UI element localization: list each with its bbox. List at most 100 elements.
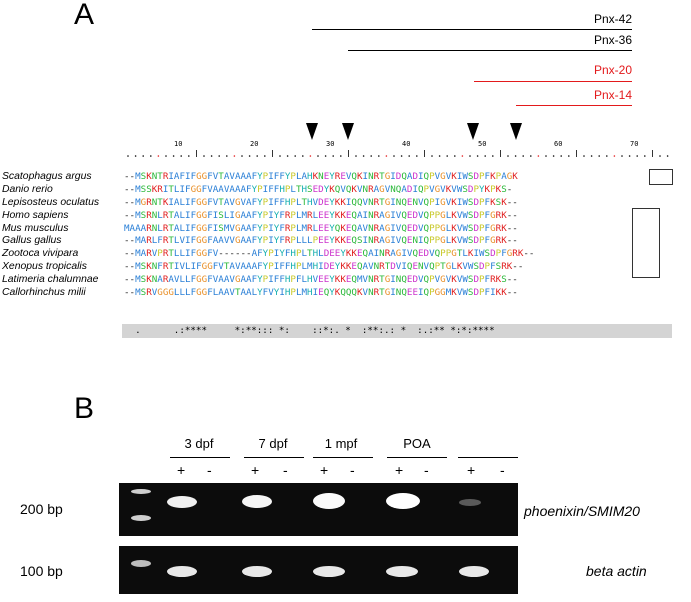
ruler-number: 60	[554, 140, 563, 148]
minus-sign: -	[283, 462, 288, 478]
species-name: Scatophagus argus	[2, 171, 92, 182]
pcr-band	[459, 566, 489, 577]
sequence-row: --MGRNTKIALIFGGFVTAVGVAFYPIFFHPLTHVDEYKK…	[124, 196, 518, 208]
ruler-tick	[431, 155, 433, 157]
minus-sign: -	[500, 462, 505, 478]
ruler-tick	[340, 155, 342, 157]
ruler-tick	[385, 155, 388, 157]
ruler-number: 40	[402, 140, 411, 148]
pcr-band	[242, 566, 272, 577]
ruler-tick	[492, 155, 494, 157]
gel-phoenixin	[119, 483, 518, 536]
plus-sign: +	[395, 462, 404, 478]
consensus-symbols: . .:**** *:**::: *: ::*:. * :**:.: * :.:…	[124, 325, 517, 336]
species-name: Zootoca vivipara	[2, 248, 79, 260]
species-name: Mus musculus	[2, 222, 69, 234]
species-name: Danio rerio	[2, 183, 53, 195]
peptide-label: Pnx-20	[593, 63, 632, 77]
ruler-tick	[446, 155, 449, 157]
position-ruler: 10 20 30 40 50 60 70	[124, 140, 672, 160]
minus-sign: -	[424, 462, 429, 478]
ruler-tick	[172, 155, 175, 157]
gel-gene-label: phoenixin/SMIM20	[524, 503, 640, 519]
column-header: POA	[403, 436, 431, 451]
pcr-band	[313, 493, 345, 509]
ruler-tick	[636, 155, 638, 157]
ruler-tick	[507, 155, 509, 157]
ruler-tick	[590, 155, 593, 157]
cleavage-arrow	[467, 123, 479, 140]
gel-size-label: 200 bp	[20, 501, 63, 517]
ruler-tick	[568, 155, 570, 157]
ruler-tick	[454, 155, 456, 157]
ruler-tick	[400, 155, 403, 157]
sequence-row: MAAARNLRTALIFGGFISMVGAAFYPIYFRPLMRLEEYQK…	[124, 222, 518, 234]
sequence-row: --MSKNARAVLLFGGFVAAVGAAFYPIFFHPFLHVEEYKK…	[124, 274, 518, 286]
ruler-tick	[552, 155, 555, 157]
consensus-bar: . .:**** *:**::: *: ::*:. * :**:.: * :.:…	[122, 324, 672, 338]
sequence-row: --MSSKRITLIFGGFVAAVAAAFYPIFFHPLTHSEDYKQV…	[124, 183, 513, 195]
alignment-sequences: --MSKNTRIAFIFGGFVTAVAAAFYPIFFYPLAHKNEYRE…	[124, 171, 534, 300]
ruler-number: 50	[478, 140, 487, 148]
ruler-tick	[469, 155, 471, 157]
ruler-tick	[309, 155, 312, 157]
column-underline	[313, 457, 373, 458]
ruler-tick	[530, 155, 532, 157]
ruler-tick	[233, 155, 236, 157]
ruler-tick	[134, 155, 137, 157]
pcr-band	[242, 495, 272, 508]
ruler-ticks	[127, 150, 669, 157]
panel-label-b: B	[74, 392, 95, 425]
ruler-tick	[294, 155, 296, 157]
ruler-tick	[256, 155, 258, 157]
ruler-number: 30	[326, 140, 335, 148]
ruler-tick	[613, 155, 616, 157]
sequence-row: --MARLFRTLVIFGGFAAVVGAAFYPIYFRPLLLPEEYKK…	[124, 235, 518, 247]
gel-size-label: 100 bp	[20, 563, 63, 579]
ruler-tick	[165, 155, 167, 157]
ruler-number: 10	[174, 140, 183, 148]
ruler-tick	[438, 155, 441, 157]
species-name: Callorhinchus milii	[2, 287, 86, 299]
pcr-band	[167, 566, 197, 577]
ruler-tick	[264, 155, 266, 157]
ruler-number: 70	[630, 140, 639, 148]
ruler-tick	[180, 155, 182, 157]
ladder-band	[131, 489, 151, 494]
ruler-tick	[362, 155, 365, 157]
ruler-tick	[218, 155, 220, 157]
ruler-tick	[279, 155, 281, 157]
ruler-tick	[545, 155, 547, 157]
plus-sign: +	[467, 462, 476, 478]
species-name: Latimeria chalumnae	[2, 274, 99, 286]
column-header: 3 dpf	[184, 436, 214, 451]
pcr-band	[167, 496, 197, 508]
minus-sign: -	[350, 462, 355, 478]
column-underline	[170, 457, 230, 458]
ruler-tick	[598, 155, 600, 157]
ruler-tick	[393, 155, 395, 157]
ladder-band	[131, 560, 151, 567]
ruler-tick	[286, 155, 289, 157]
species-name: Xenopus tropicalis	[2, 261, 87, 273]
species-name: Homo sapiens	[2, 209, 69, 221]
sequence-row: --MSRVGGGLLLFGGFLAAVTAALYFVYIHPLMHIEQYKQ…	[124, 287, 518, 299]
ladder-band	[131, 515, 151, 521]
gel-gene-label: beta actin	[586, 563, 647, 579]
ruler-tick	[484, 155, 487, 157]
ruler-tick	[583, 155, 585, 157]
ruler-tick	[370, 155, 372, 157]
column-header: 1 mpf	[324, 436, 358, 451]
ruler-tick	[461, 155, 464, 157]
highlight-box-grk	[632, 208, 660, 278]
cleavage-arrow	[306, 123, 318, 140]
ruler-tick	[560, 155, 562, 157]
column-underline	[387, 457, 447, 458]
minus-sign: -	[207, 462, 212, 478]
sequence-row: --MSKNFRTIVLIFGGFVTAVAAAFYPIFFHPLMHIDEYK…	[124, 261, 524, 273]
ruler-tick	[157, 155, 160, 157]
ruler-tick	[408, 155, 411, 157]
ruler-tick	[332, 155, 334, 157]
ruler-tick	[621, 155, 623, 157]
